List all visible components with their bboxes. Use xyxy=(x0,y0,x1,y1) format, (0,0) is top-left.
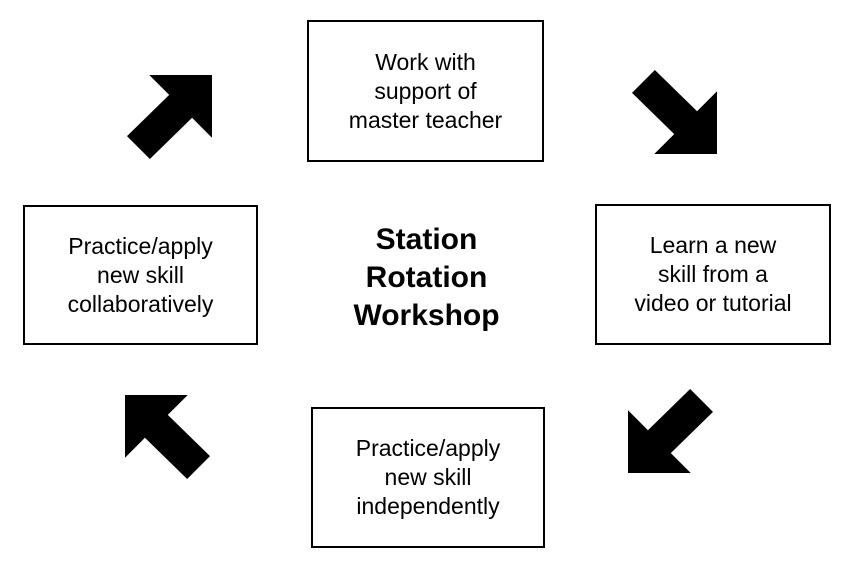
node-label: Work with support of master teacher xyxy=(348,48,503,133)
arrow-down-right-icon xyxy=(632,70,717,154)
node-learn-new-skill: Learn a new skill from a video or tutori… xyxy=(595,204,831,345)
node-label: Learn a new skill from a video or tutori… xyxy=(634,232,792,316)
node-label: Practice/apply new skill collaboratively xyxy=(67,232,214,317)
arrow-down-left-icon xyxy=(628,389,713,473)
node-practice-independently: Practice/apply new skill independently xyxy=(311,407,545,548)
arrow-up-right-icon xyxy=(127,75,212,159)
diagram-title: Station Rotation Workshop xyxy=(353,223,500,332)
node-label: Practice/apply new skill independently xyxy=(355,435,501,519)
node-practice-collaboratively: Practice/apply new skill collaboratively xyxy=(23,205,258,345)
node-work-with-support: Work with support of master teacher xyxy=(307,20,544,162)
arrow-up-left-icon xyxy=(125,395,210,479)
